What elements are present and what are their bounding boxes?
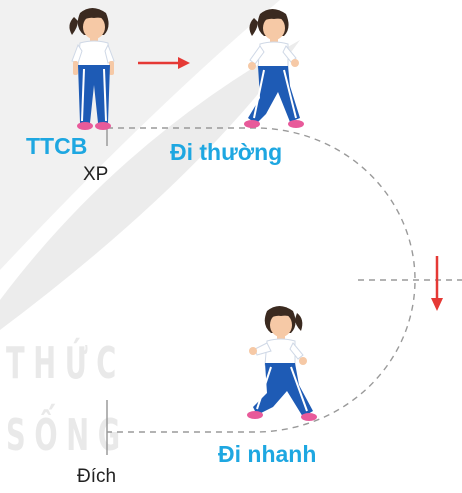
watermark-text-2: SỐNG xyxy=(6,410,129,461)
label-finish: Đích xyxy=(77,466,117,487)
watermark-text-1: THỨC xyxy=(6,338,125,389)
direction-arrow-down xyxy=(431,256,443,311)
label-walk-fast: Đi nhanh xyxy=(218,441,317,467)
label-ready-stance: TTCB xyxy=(26,133,88,159)
girl-fast-walking-figure xyxy=(247,306,317,421)
girl-walking-figure xyxy=(244,9,304,128)
label-walk-normal: Đi thường xyxy=(170,139,283,165)
label-start-point: XP xyxy=(83,164,109,185)
direction-arrow-right xyxy=(138,57,190,69)
girl-standing-figure xyxy=(69,8,115,130)
